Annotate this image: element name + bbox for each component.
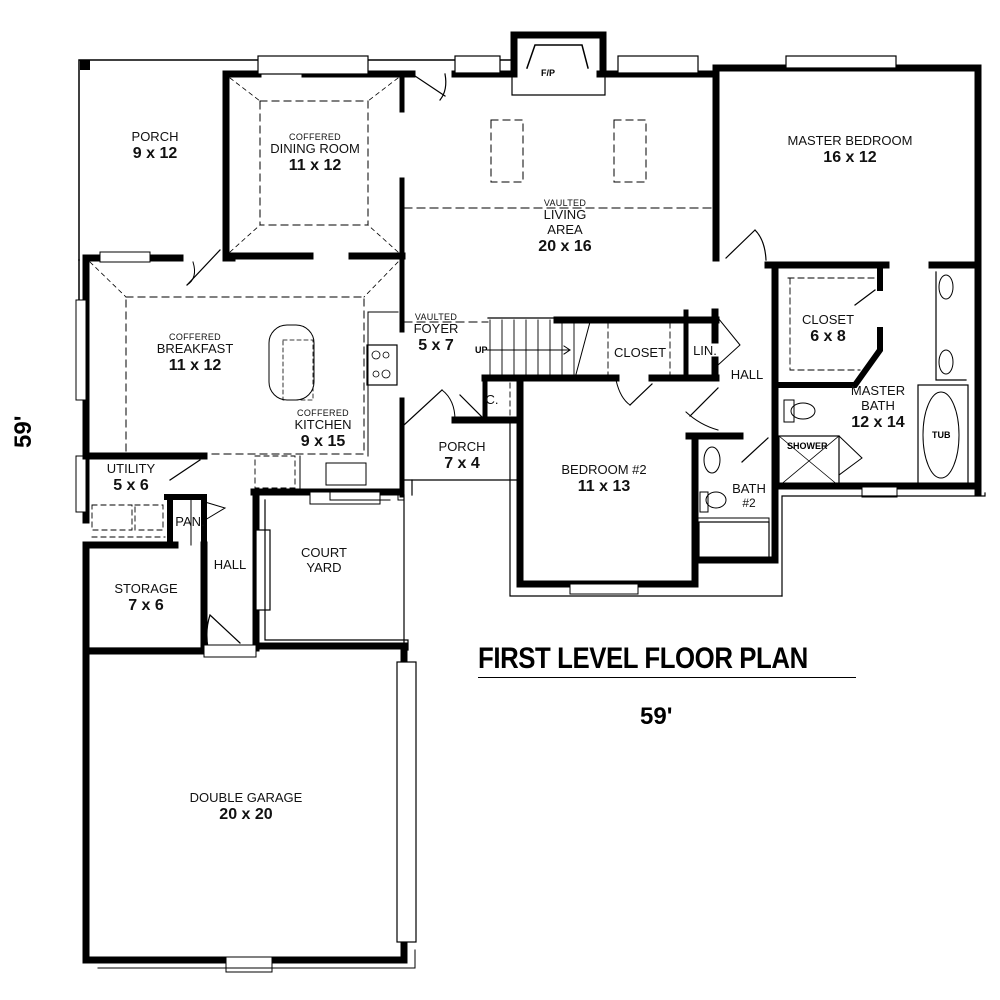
room-qualifier: COFFERED — [297, 408, 349, 418]
room-name-2: YARD — [306, 559, 342, 575]
room-master-closet: CLOSET 6 x 8 — [801, 312, 855, 346]
room-dining: COFFERED DINING ROOM 11 x 12 — [270, 132, 360, 176]
room-size: 20 x 20 — [219, 805, 273, 823]
plan-title: FIRST LEVEL FLOOR PLAN — [478, 642, 808, 675]
stair-up-label: UP — [475, 345, 488, 355]
room-porch-entry: PORCH 7 x 4 — [438, 439, 486, 473]
room-name: UTILITY — [106, 461, 156, 476]
room-garage: DOUBLE GARAGE 20 x 20 — [189, 790, 303, 824]
room-name: DOUBLE GARAGE — [189, 790, 303, 805]
room-pantry: PAN. — [175, 514, 205, 530]
room-size: 16 x 12 — [823, 148, 877, 166]
room-name: HALL — [730, 367, 764, 382]
room-qualifier: COFFERED — [169, 332, 221, 342]
room-coat-closet: C. — [485, 392, 499, 408]
room-name: FOYER — [413, 321, 459, 337]
room-name: CLOSET — [801, 312, 855, 327]
room-name: PAN. — [175, 514, 205, 529]
room-linen: LIN. — [693, 343, 717, 359]
room-hall-left: HALL — [213, 557, 247, 573]
room-name: STORAGE — [114, 581, 178, 596]
fireplace-label: F/P — [540, 68, 556, 78]
room-size: 6 x 8 — [810, 327, 846, 345]
room-size: 20 x 16 — [538, 238, 592, 256]
room-qualifier: COFFERED — [289, 132, 341, 142]
room-size: 7 x 6 — [128, 596, 164, 614]
room-size: 12 x 14 — [851, 413, 905, 431]
room-name: MASTER BEDROOM — [787, 133, 913, 148]
room-name: MASTER — [850, 383, 906, 398]
room-size: 7 x 4 — [444, 454, 480, 472]
depth-dimension: 59' — [10, 415, 37, 448]
room-name-2: AREA — [547, 222, 583, 238]
title-underline — [478, 677, 856, 678]
room-name: C. — [485, 392, 499, 407]
room-living: VAULTED LIVING AREA 20 x 16 — [538, 198, 591, 257]
width-dimension: 59' — [640, 703, 673, 730]
room-name: PORCH — [131, 129, 179, 144]
room-name: BEDROOM #2 — [561, 462, 647, 477]
tub-label: TUB — [932, 430, 951, 440]
room-size: 5 x 7 — [418, 337, 454, 355]
room-size: 11 x 13 — [577, 477, 631, 495]
room-size: 9 x 15 — [300, 433, 346, 451]
room-size: 5 x 6 — [113, 476, 149, 494]
room-bedroom-2: BEDROOM #2 11 x 13 — [561, 462, 647, 496]
shower-label: SHOWER — [787, 441, 828, 451]
room-name: LIN. — [693, 343, 717, 358]
room-name: PORCH — [438, 439, 486, 454]
room-qualifier: VAULTED — [543, 198, 587, 208]
room-hall-right: HALL — [730, 367, 764, 383]
room-stair-closet: CLOSET — [613, 345, 667, 361]
room-name: LIVING — [543, 207, 587, 223]
room-utility: UTILITY 5 x 6 — [106, 461, 156, 495]
room-master-bath: MASTER BATH 12 x 14 — [850, 383, 906, 432]
room-name: HALL — [213, 557, 247, 572]
room-qualifier: VAULTED — [414, 312, 458, 322]
room-name-2: BATH — [861, 397, 895, 413]
room-name: DINING ROOM — [270, 141, 360, 157]
room-foyer: VAULTED FOYER 5 x 7 — [414, 312, 459, 356]
room-porch-front: PORCH 9 x 12 — [131, 129, 179, 163]
room-storage: STORAGE 7 x 6 — [114, 581, 178, 615]
room-kitchen: COFFERED KITCHEN 9 x 15 — [294, 408, 351, 452]
room-master-bedroom: MASTER BEDROOM 16 x 12 — [787, 133, 913, 167]
room-name-2: #2 — [742, 495, 756, 510]
room-name: COURT — [301, 545, 347, 560]
room-court-yard: COURT YARD — [301, 545, 347, 576]
room-name: BATH — [732, 481, 766, 496]
room-name: BREAKFAST — [156, 341, 234, 357]
room-size: 11 x 12 — [288, 157, 342, 175]
room-breakfast: COFFERED BREAKFAST 11 x 12 — [157, 332, 234, 376]
room-size: 11 x 12 — [168, 357, 222, 375]
room-size: 9 x 12 — [132, 144, 178, 162]
room-bath-2: BATH #2 — [732, 481, 766, 511]
room-name: CLOSET — [613, 345, 667, 360]
room-name: KITCHEN — [294, 417, 352, 433]
